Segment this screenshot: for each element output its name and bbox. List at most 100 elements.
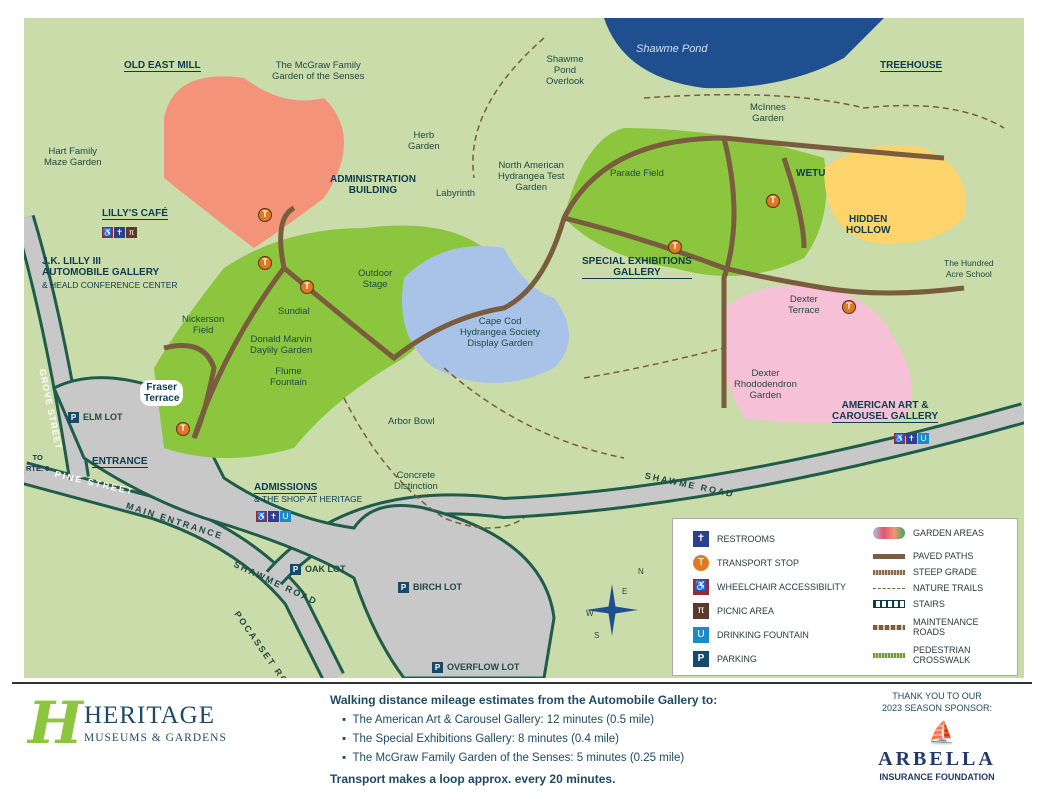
walking-text: The American Art & Carousel Gallery: 12 … — [352, 714, 655, 726]
picnic-icon: π — [693, 603, 709, 619]
label-wetu[interactable]: WETU — [796, 168, 826, 179]
label-daylily-garden[interactable]: Donald Marvin Daylily Garden — [250, 334, 313, 356]
legend-maintenance: MAINTENANCE ROADS — [873, 617, 979, 637]
restroom-icon: ✝ — [906, 433, 917, 445]
sponsor-thanks: THANK YOU TO OUR 2023 SEASON SPONSOR: — [881, 691, 993, 713]
transport-stop-icon[interactable]: T — [176, 422, 190, 436]
label-fraser-terrace[interactable]: Fraser Terrace — [140, 380, 184, 406]
transport-stop-icon[interactable]: T — [258, 256, 272, 270]
label-parade-field[interactable]: Parade Field — [610, 168, 664, 179]
walking-item: ▪ The Special Exhibitions Gallery: 8 min… — [342, 733, 619, 745]
label-nickerson-field[interactable]: Nickerson Field — [182, 314, 225, 336]
admissions-amenities: ♿✝U — [256, 508, 292, 526]
lillys-cafe-amenities: ♿✝π — [102, 224, 138, 242]
drinking-fountain-icon: U — [693, 627, 709, 643]
label-flume-fountain[interactable]: Flume Fountain — [270, 366, 307, 388]
legend-paved: PAVED PATHS — [873, 551, 973, 561]
hidden-hollow — [824, 145, 966, 244]
footer-divider — [12, 682, 1032, 684]
transport-stop-icon[interactable]: T — [258, 208, 272, 222]
label-herb-garden[interactable]: Herb Garden — [408, 130, 440, 152]
label-cape-cod-hydrangea[interactable]: Cape Cod Hydrangea Society Display Garde… — [460, 316, 541, 349]
label-hidden-hollow[interactable]: HIDDEN HOLLOW — [846, 214, 891, 236]
label-hundred-acre[interactable]: The Hundred Acre School — [944, 258, 994, 279]
label-automobile-gallery[interactable]: J.K. LILLY III AUTOMOBILE GALLERY — [42, 256, 160, 278]
legend-stairs: STAIRS — [873, 599, 945, 609]
transport-stop-icon[interactable]: T — [300, 280, 314, 294]
paved-path-swatch — [873, 553, 905, 559]
label-arbor-bowl[interactable]: Arbor Bowl — [388, 416, 435, 427]
label-treehouse[interactable]: TREEHOUSE — [880, 60, 943, 72]
compass-w: W — [586, 609, 594, 618]
label-old-east-mill[interactable]: OLD EAST MILL — [124, 60, 201, 72]
label-hart-maze[interactable]: Hart Family Maze Garden — [44, 146, 102, 168]
label-concrete-distinction[interactable]: Concrete Distinction — [394, 470, 438, 492]
label-special-exhibitions[interactable]: SPECIAL EXHIBITIONS GALLERY — [582, 256, 692, 279]
drinking-fountain-icon: U — [280, 511, 291, 523]
picnic-icon: π — [126, 227, 137, 239]
transport-stop-icon[interactable]: T — [842, 300, 856, 314]
parking-label: BIRCH LOT — [413, 582, 462, 592]
maintenance-road-swatch — [873, 624, 905, 630]
label-to-rte6[interactable]: TO RTE. 6 — [26, 453, 50, 473]
legend-restrooms: ✝RESTROOMS — [693, 531, 775, 547]
parking-icon: P — [432, 662, 443, 674]
parking-birch-lot[interactable]: P BIRCH LOT — [398, 582, 462, 594]
legend-garden-areas: GARDEN AREAS — [873, 527, 984, 539]
restroom-icon: ✝ — [268, 511, 279, 523]
compass-s: S — [594, 631, 600, 640]
walking-text: The Special Exhibitions Gallery: 8 minut… — [352, 733, 619, 745]
parking-icon: P — [693, 651, 709, 667]
parking-lots — [52, 376, 556, 678]
label-entrance[interactable]: ENTRANCE — [92, 456, 148, 468]
label-overlook[interactable]: Shawme Pond Overlook — [546, 54, 585, 87]
american-art-amenities: ♿✝U — [894, 430, 930, 448]
site-map: Shawme Pond OLD EAST MILL The McGraw Fam… — [24, 18, 1024, 678]
sponsor-name[interactable]: ARBELLA — [878, 748, 996, 770]
walking-text: The McGraw Family Garden of the Senses: … — [352, 752, 685, 764]
heritage-logo-mark: H — [28, 689, 83, 757]
logo-title: HERITAGE — [84, 702, 215, 729]
ship-icon: ⛵ — [928, 720, 956, 745]
legend-steep: STEEP GRADE — [873, 567, 977, 577]
label-sundial[interactable]: Sundial — [278, 306, 310, 317]
label-dexter-rhododendron[interactable]: Dexter Rhododendron Garden — [734, 368, 797, 401]
transport-stop-icon[interactable]: T — [668, 240, 682, 254]
green-central — [154, 225, 484, 458]
label-labyrinth[interactable]: Labyrinth — [436, 188, 476, 199]
parking-icon: P — [398, 582, 409, 594]
label-shop[interactable]: & THE SHOP AT HERITAGE — [254, 494, 363, 504]
label-lillys-cafe[interactable]: LILLY'S CAFÉ — [102, 208, 168, 220]
label-na-hydrangea[interactable]: North American Hydrangea Test Garden — [498, 160, 565, 193]
label-american-art-gallery[interactable]: AMERICAN ART & CAROUSEL GALLERY — [832, 400, 939, 423]
label-mcinnes-garden[interactable]: McInnes Garden — [750, 102, 786, 124]
label-admissions[interactable]: ADMISSIONS — [254, 482, 318, 494]
parking-oak-lot[interactable]: P OAK LOT — [290, 564, 346, 576]
parking-label: OAK LOT — [305, 564, 346, 574]
stairs-swatch — [873, 600, 905, 608]
label-outdoor-stage[interactable]: Outdoor Stage — [358, 268, 393, 290]
parade-field — [564, 128, 827, 276]
garden-areas-swatch — [873, 527, 905, 539]
label-dexter-terrace[interactable]: Dexter Terrace — [788, 294, 820, 316]
label-mcgraw-garden[interactable]: The McGraw Family Garden of the Senses — [272, 60, 365, 82]
heritage-logo[interactable]: H HERITAGE MUSEUMS & GARDENS — [28, 692, 268, 754]
label-administration-building[interactable]: ADMINISTRATION BUILDING — [330, 174, 416, 196]
map-graphics — [24, 18, 1024, 678]
sponsor-subtitle: INSURANCE FOUNDATION — [879, 772, 995, 782]
walking-heading: Walking distance mileage estimates from … — [330, 693, 718, 707]
walking-item: ▪ The American Art & Carousel Gallery: 1… — [342, 714, 655, 726]
paved-paths — [163, 135, 965, 440]
drinking-fountain-icon: U — [918, 433, 929, 445]
parking-icon: P — [290, 564, 301, 576]
wheelchair-icon: ♿ — [256, 511, 267, 523]
rhododendron-garden — [721, 285, 912, 423]
transport-stop-icon[interactable]: T — [766, 194, 780, 208]
steep-grade-swatch — [873, 569, 905, 575]
